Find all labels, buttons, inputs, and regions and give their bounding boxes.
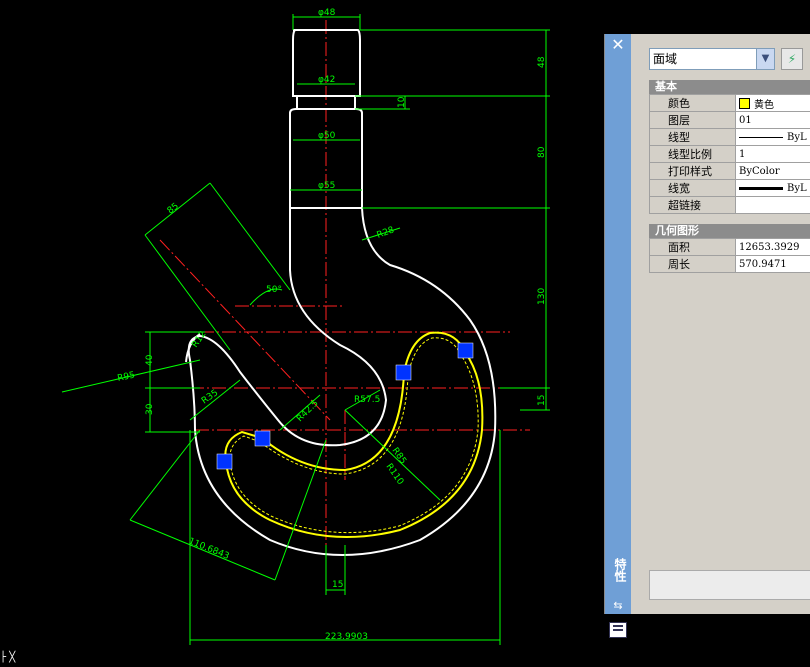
panel-titlebar[interactable]: ✕ 特性 ⇆: [605, 34, 631, 638]
dimension-labels: φ48 φ42 φ50 φ55 48 10 80 130 15 40 30 R2…: [117, 8, 547, 642]
prop-row-area[interactable]: 面积 12653.3929: [649, 238, 810, 256]
dim-d55: φ55: [318, 181, 335, 191]
grips[interactable]: [216, 342, 474, 470]
dim-r28: R28: [376, 225, 396, 241]
prop-label: 线型: [649, 128, 736, 146]
panel-body: 面域 ▼ ⚡ 基本 颜色 黄色 图层 01 线型 ByL 线型比例 1: [649, 48, 810, 273]
prop-label: 超链接: [649, 196, 736, 214]
dim-v30: 30: [145, 403, 155, 415]
section-geometry[interactable]: 几何图形: [649, 224, 810, 238]
dim-r42-5: R42.5: [295, 398, 321, 424]
dim-w110: 110.6843: [187, 537, 231, 562]
prop-row-linetype[interactable]: 线型 ByL: [649, 128, 810, 146]
lineweight-preview: [739, 186, 783, 190]
close-icon[interactable]: ✕: [611, 35, 625, 54]
linetype-preview: [739, 136, 783, 138]
prop-value[interactable]: 12653.3929: [735, 238, 810, 256]
grip-3[interactable]: [395, 364, 412, 381]
prop-value[interactable]: 570.9471: [735, 255, 810, 273]
panel-menu-icon[interactable]: [609, 622, 627, 638]
grip-2[interactable]: [216, 453, 233, 470]
prop-value[interactable]: 1: [735, 145, 810, 163]
prop-label: 线型比例: [649, 145, 736, 163]
centerlines: [159, 20, 530, 590]
dim-d48: φ48: [318, 8, 336, 18]
dim-d50: φ50: [318, 131, 336, 141]
panel-description-box: [649, 570, 810, 600]
inclined-centerline: [159, 239, 331, 421]
grip-1[interactable]: [254, 430, 271, 447]
selected-region[interactable]: [224, 331, 484, 539]
properties-panel[interactable]: ✕ 特性 ⇆ 面域 ▼ ⚡ 基本 颜色 黄色 图层 01 线型 ByL: [604, 34, 810, 638]
section-basic[interactable]: 基本: [649, 80, 810, 94]
prop-value[interactable]: 黄色: [735, 94, 810, 112]
dim-v10: 10: [397, 96, 407, 108]
prop-value[interactable]: [735, 196, 810, 214]
prop-label: 颜色: [649, 94, 736, 112]
dim-r57-5: R57.5: [354, 395, 380, 405]
dim-v48: 48: [537, 56, 547, 68]
prop-row-hyperlink[interactable]: 超链接: [649, 196, 810, 214]
quick-select-filter-icon[interactable]: ⚡: [781, 48, 803, 70]
dim-v40: 40: [145, 354, 155, 366]
prop-label: 图层: [649, 111, 736, 129]
object-type-select[interactable]: 面域 ▼: [649, 48, 775, 70]
dim-r12: R12: [190, 329, 208, 349]
prop-label: 线宽: [649, 179, 736, 197]
color-value: 黄色: [754, 99, 774, 111]
dim-r110: R110: [384, 462, 406, 487]
grip-4[interactable]: [457, 342, 474, 359]
basic-properties-table: 颜色 黄色 图层 01 线型 ByL 线型比例 1 打印样式 ByColor 线…: [649, 94, 810, 214]
color-swatch: [739, 97, 750, 109]
linetype-value: ByL: [787, 131, 807, 143]
prop-row-perimeter[interactable]: 周长 570.9471: [649, 255, 810, 273]
object-type-value: 面域: [653, 52, 678, 66]
lineweight-value: ByL: [787, 182, 807, 194]
prop-row-layer[interactable]: 图层 01: [649, 111, 810, 129]
prop-row-lineweight[interactable]: 线宽 ByL: [649, 179, 810, 197]
geometry-properties-table: 面积 12653.3929 周长 570.9471: [649, 238, 810, 273]
dimensions: [61, 14, 550, 645]
dim-v15: 15: [537, 395, 547, 406]
prop-value[interactable]: 01: [735, 111, 810, 129]
dim-a50: 50°: [266, 285, 282, 295]
hook-outline: [185, 29, 497, 556]
dim-w15: 15: [332, 580, 343, 590]
dim-d42: φ42: [318, 75, 335, 85]
prop-value[interactable]: ByL: [735, 179, 810, 197]
ucs-icon: ├ ╳: [0, 652, 16, 663]
dim-v80: 80: [537, 146, 547, 158]
dim-w223: 223.9903: [325, 632, 368, 642]
prop-value[interactable]: ByL: [735, 128, 810, 146]
prop-row-ltscale[interactable]: 线型比例 1: [649, 145, 810, 163]
prop-label: 面积: [649, 238, 736, 256]
prop-label: 打印样式: [649, 162, 736, 180]
dim-85: 85: [166, 201, 181, 216]
prop-label: 周长: [649, 255, 736, 273]
panel-title: 特性: [613, 558, 627, 582]
hook-tip: [185, 333, 201, 363]
autohide-icon[interactable]: ⇆: [613, 599, 623, 612]
prop-value[interactable]: ByColor: [735, 162, 810, 180]
dim-v130: 130: [537, 288, 547, 305]
chevron-down-icon[interactable]: ▼: [756, 49, 774, 69]
dim-r95: R95: [117, 370, 136, 383]
prop-row-plotstyle[interactable]: 打印样式 ByColor: [649, 162, 810, 180]
prop-row-color[interactable]: 颜色 黄色: [649, 94, 810, 112]
